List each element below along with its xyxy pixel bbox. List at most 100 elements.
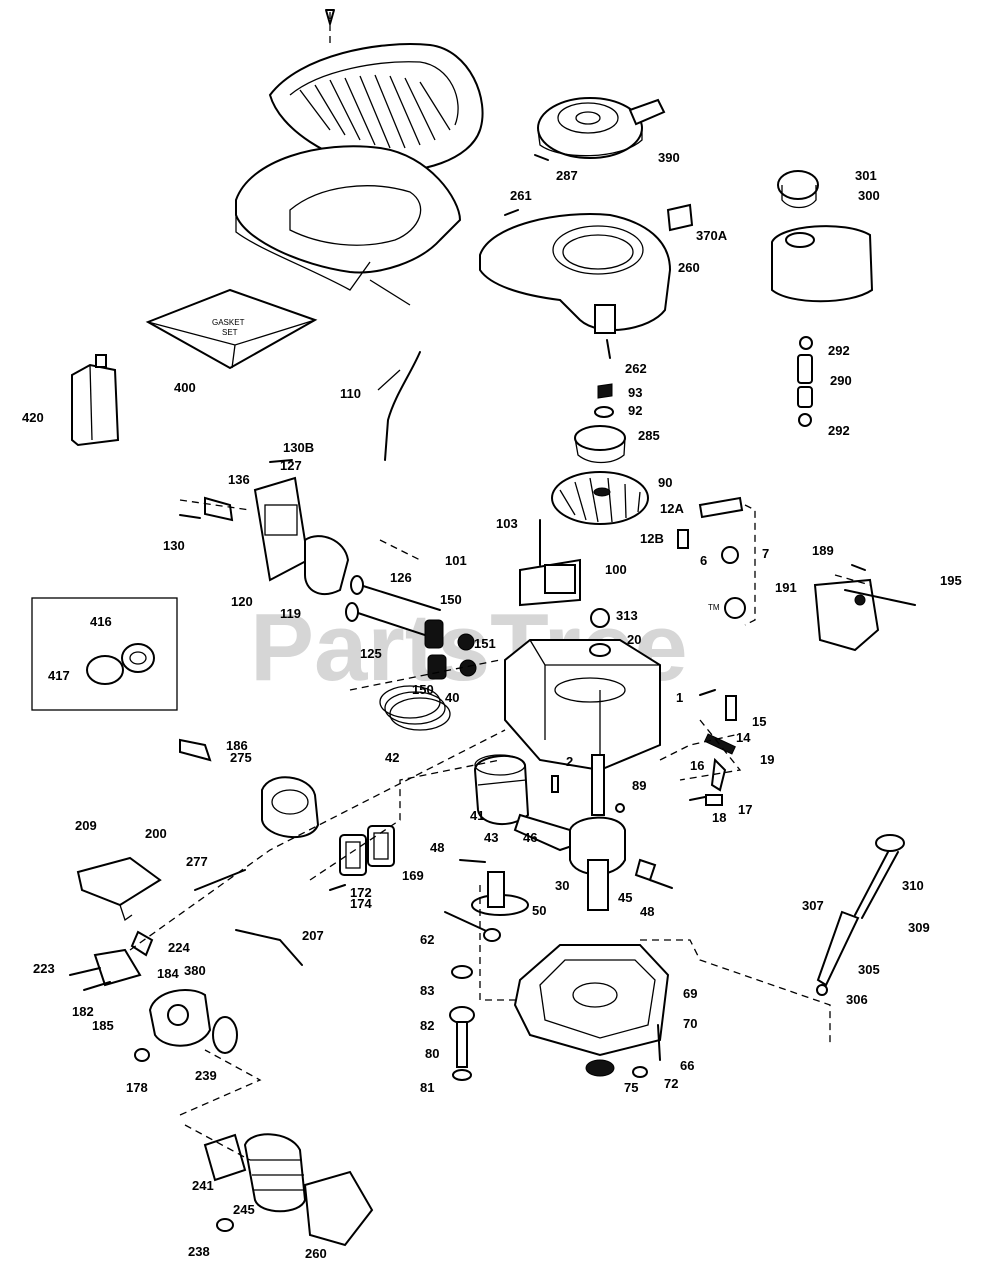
part-label: 126 [390, 570, 412, 585]
governor-linkage [704, 695, 737, 806]
flywheel-assembly [551, 383, 649, 525]
part-label: 6 [700, 553, 707, 568]
part-label: 420 [22, 410, 44, 425]
part-label: 169 [402, 868, 424, 883]
air-filter [261, 776, 320, 839]
carburetor [93, 948, 238, 1062]
part-label: 72 [664, 1076, 678, 1091]
part-label: 16 [690, 758, 704, 773]
part-label: 19 [760, 752, 774, 767]
part-label: 309 [908, 920, 930, 935]
bracket-186 [179, 738, 212, 762]
part-label: 150 [412, 682, 434, 697]
part-label: 178 [126, 1080, 148, 1095]
part-label: 209 [75, 818, 97, 833]
gasket-set-envelope: GASKET SET [145, 288, 318, 370]
part-label: 238 [188, 1244, 210, 1259]
connecting-rod [513, 813, 577, 852]
piston [473, 754, 530, 826]
part-label: 89 [632, 778, 646, 793]
part-label: 174 [350, 896, 372, 911]
part-label: 207 [302, 928, 324, 943]
part-label: 50 [532, 903, 546, 918]
fuel-tank [771, 170, 874, 303]
part-label: 62 [420, 932, 434, 947]
part-label: 14 [736, 730, 751, 745]
part-label: 306 [846, 992, 868, 1007]
part-label: 275 [230, 750, 252, 765]
oil-bottle [71, 354, 120, 447]
part-label: 184 [157, 966, 179, 981]
crankcase-sump [513, 944, 670, 1057]
part-label: 186 [226, 738, 248, 753]
part-label: 100 [605, 562, 627, 577]
part-label: 245 [233, 1202, 255, 1217]
part-label: 80 [425, 1046, 439, 1061]
fuel-line-parts [797, 336, 813, 427]
part-label: 82 [420, 1018, 434, 1033]
part-label: 101 [445, 553, 467, 568]
ignition-wire [384, 351, 421, 461]
part-label: 2 [566, 754, 573, 769]
part-label: 195 [940, 573, 962, 588]
part-label: 292 [828, 423, 850, 438]
part-labels: 390 287 261 370A 260 301 300 292 290 292… [22, 150, 962, 1261]
crankshaft [569, 754, 626, 911]
part-label: 12A [660, 501, 684, 516]
part-label: 130 [163, 538, 185, 553]
part-label: 277 [186, 854, 208, 869]
part-label: 310 [902, 878, 924, 893]
camshaft [444, 871, 529, 942]
small-fasteners [69, 154, 866, 1061]
part-label: 151 [474, 636, 496, 651]
part-label: 40 [445, 690, 459, 705]
part-label: 261 [510, 188, 532, 203]
part-label: 262 [625, 361, 647, 376]
part-label: 136 [228, 472, 250, 487]
part-label: 200 [145, 826, 167, 841]
part-label: 172 [350, 885, 372, 900]
gasket-set-text-line1: GASKET [212, 318, 245, 327]
part-label: 189 [812, 543, 834, 558]
carburetor-body [204, 476, 350, 595]
part-label: 290 [830, 373, 852, 388]
part-label: 103 [496, 516, 518, 531]
part-label: 127 [280, 458, 302, 473]
gasket-set-text-line2: SET [222, 328, 238, 337]
part-label: 18 [712, 810, 726, 825]
part-label: 66 [680, 1058, 694, 1073]
part-label: 390 [658, 150, 680, 165]
part-label: 260 [305, 1246, 327, 1261]
part-label: 20 [627, 632, 641, 647]
part-label: 130B [283, 440, 314, 455]
part-label: 7 [762, 546, 769, 561]
part-label: 46 [523, 830, 537, 845]
part-label: 300 [858, 188, 880, 203]
part-label: 182 [72, 1004, 94, 1019]
part-label: 42 [385, 750, 399, 765]
engine-cylinder-block [504, 558, 661, 772]
part-label: 305 [858, 962, 880, 977]
part-label: 285 [638, 428, 660, 443]
part-label: 241 [192, 1178, 214, 1193]
part-label: 119 [280, 606, 301, 621]
part-label: 15 [752, 714, 766, 729]
part-label: 93 [628, 385, 642, 400]
part-label: 48 [640, 904, 654, 919]
part-label: 307 [802, 898, 824, 913]
part-label: 69 [683, 986, 697, 1001]
part-label: 48 [430, 840, 444, 855]
part-label: 92 [628, 403, 642, 418]
part-label: 90 [658, 475, 672, 490]
part-label: 45 [618, 890, 632, 905]
part-label: 1 [676, 690, 683, 705]
leader-lines [129, 279, 871, 1161]
part-label: 287 [556, 168, 578, 183]
part-label: 83 [420, 983, 434, 998]
part-label: 370A [696, 228, 728, 243]
control-bracket [76, 856, 162, 922]
part-label: 43 [484, 830, 498, 845]
dipstick-assembly [816, 834, 905, 996]
part-label: 70 [683, 1016, 697, 1031]
part-label: 400 [174, 380, 196, 395]
